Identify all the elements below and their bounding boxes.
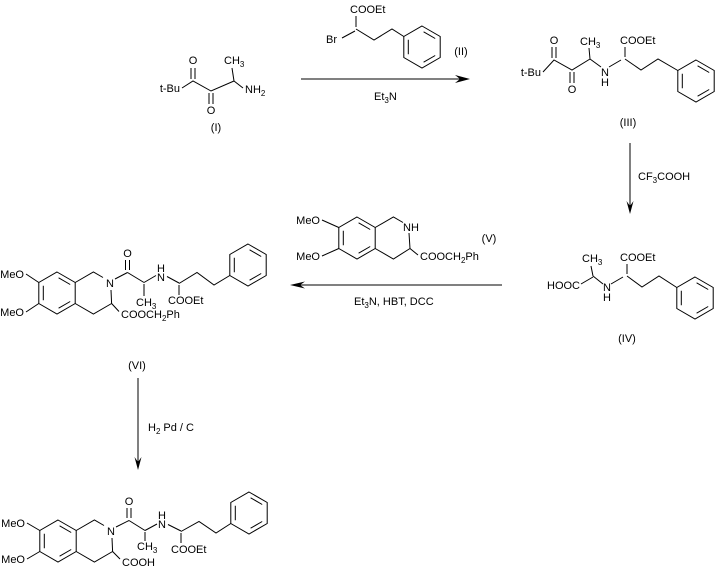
compound-i-tbu-label: t-Bu [160,83,180,95]
step4-arrowhead-icon [134,457,142,470]
compound-iv-phenyl-ring [676,276,714,320]
compound-vi-ring-n-label: N [106,278,114,290]
compound-v-meo-bottom-label: MeO [296,251,320,263]
compound-iv-id: (IV) [618,333,636,345]
compound-vi-id: (VI) [128,360,146,372]
product-phenyl-ring [230,491,268,535]
compound-v-id: (V) [482,233,497,245]
step3-arrow: Et3N, HBT, DCC [290,281,502,310]
compound-ii-bromide-label: Br [326,34,337,46]
compound-vi: MeO MeO N O CH3 H N COOEt COOCH2Ph (VI) [0,243,267,372]
compound-iv: HOOC CH3 COOEt N H (IV) [547,252,714,345]
compound-vi-methyl-label: CH3 [136,297,157,311]
product-amine-n-label: N [158,519,166,531]
compound-iii-amine-n-label: N [601,67,609,79]
compound-v-benzyl-ester-label: COOCH2Ph [420,251,479,265]
compound-v-bonds [321,216,419,260]
compound-vi-aromatic-ring [38,271,76,315]
product-aromatic-ring [39,519,77,563]
compound-iii-phenyl-ring [677,59,715,103]
compound-iv-methyl-label: CH3 [582,253,603,267]
product-bonds [26,508,232,563]
compound-vi-phenyl-ring [229,243,267,287]
step2-reagent-label: CF3COOH [638,171,690,185]
step1-arrow: Et3N [301,75,470,105]
compound-v-amine-label: NH [403,222,419,234]
compound-i-methyl-label: CH3 [224,55,245,69]
step1-arrowhead-icon [455,75,470,83]
compound-ii: COOEt Br (II) [326,4,468,69]
compound-vi-benzyl-ester-label: COOCH2Ph [121,309,180,323]
compound-iii-ester-label: COOEt [620,35,655,47]
compound-iii-id: (III) [620,117,637,129]
compound-i-amine-label: NH2 [245,84,266,98]
compound-vi-meo-top-label: MeO [0,269,24,281]
compound-i-o-bottom-label: O [207,105,216,117]
product-meo-bottom-label: MeO [1,554,25,566]
product-amine-h-label: H [158,510,166,522]
compound-v-aromatic-ring [338,216,376,260]
compound-vi-bonds [25,260,231,315]
compound-iii-o-bottom-label: O [568,84,577,96]
compound-i-bonds [181,67,244,104]
compound-i-o-top-label: O [189,55,198,67]
product-ethyl-ester-label: COOEt [171,544,206,556]
product-acid-label: COOH [122,557,155,569]
compound-iii: t-Bu O O CH3 COOEt N H (III) [521,35,715,129]
compound-vi-amine-h-label: H [157,263,165,275]
compound-vi-amine-n-label: N [157,272,165,284]
compound-vi-carbonyl-o-label: O [123,248,132,260]
compound-i-id: (I) [211,122,221,134]
compound-v: MeO MeO NH COOCH2Ph (V) [296,215,496,265]
compound-iv-amine-h-label: H [603,292,611,304]
compound-ii-bonds [341,16,405,41]
compound-iv-ester-label: COOEt [620,252,655,264]
step2-arrow: CF3COOH [626,143,690,214]
product-meo-top-label: MeO [1,518,25,530]
compound-iv-amine-n-label: N [603,282,611,294]
step3-arrowhead-icon [290,281,305,289]
step2-arrowhead-icon [626,201,634,214]
compound-iii-amine-h-label: H [601,77,609,89]
compound-ii-phenyl-ring [403,25,441,69]
compound-iii-methyl-label: CH3 [580,36,601,50]
compound-iii-o-top-label: O [550,35,559,47]
compound-ii-id: (II) [454,46,467,58]
product-carbonyl-o-label: O [125,496,134,508]
compound-iv-bonds [580,264,678,288]
product-methyl-label: CH3 [137,541,158,555]
compound-i: t-Bu O O CH3 NH2 (I) [160,55,266,134]
product-ring-n-label: N [107,526,115,538]
compound-product: MeO MeO N O CH3 H N COOEt COOH [1,491,268,569]
compound-iii-bonds [542,47,679,83]
step3-reagents-label: Et3N, HBT, DCC [354,296,434,310]
compound-vi-ethyl-ester-label: COOEt [168,295,203,307]
compound-ii-ester-label: COOEt [350,4,385,16]
compound-iii-tbu-label: t-Bu [521,67,541,79]
compound-vi-meo-bottom-label: MeO [0,307,24,319]
compound-v-meo-top-label: MeO [296,215,320,227]
step1-reagent-label: Et3N [374,91,397,105]
compound-iv-acid-label: HOOC [547,280,580,292]
